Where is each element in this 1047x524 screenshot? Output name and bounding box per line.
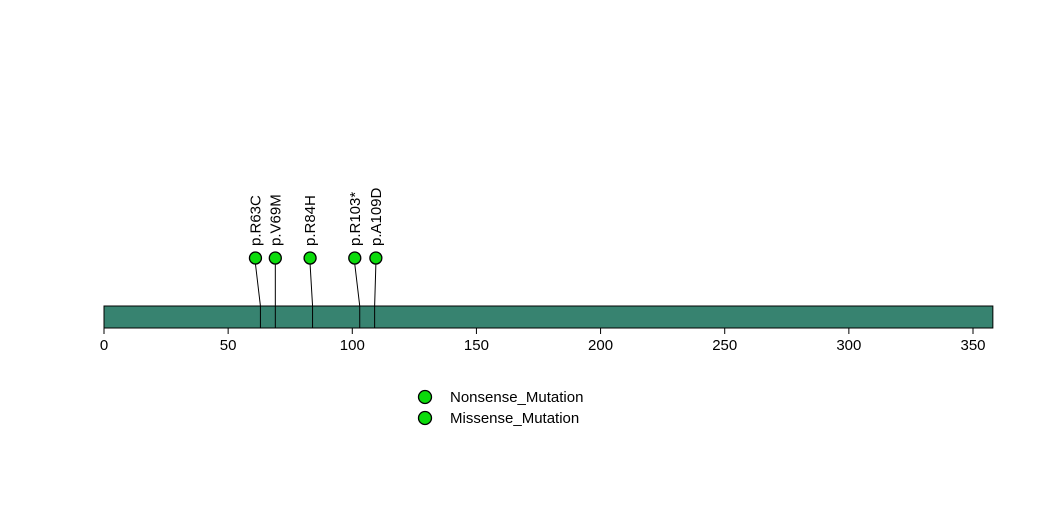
- mutation-marker: [348, 251, 362, 265]
- mutation-label: p.R84H: [302, 195, 319, 246]
- legend-item-label: Nonsense_Mutation: [450, 389, 583, 406]
- x-axis-tick-label: 350: [960, 337, 985, 354]
- lollipop-stem: [309, 263, 314, 328]
- x-axis-tick-label: 100: [340, 337, 365, 354]
- mutation-label: p.A109D: [368, 187, 385, 246]
- mutation-label: p.R63C: [247, 195, 264, 246]
- x-axis-tick-label: 50: [220, 337, 237, 354]
- x-axis-tick-label: 250: [712, 337, 737, 354]
- mutation-marker: [268, 251, 282, 265]
- x-axis-tick-label: 300: [836, 337, 861, 354]
- mutation-label: p.R103*: [347, 192, 364, 246]
- legend-item-label: Missense_Mutation: [450, 410, 579, 427]
- x-axis-tick-label: 150: [464, 337, 489, 354]
- lollipop-stem: [354, 263, 361, 328]
- mutation-marker: [303, 251, 317, 265]
- mutation-marker: [369, 251, 383, 265]
- lollipop-stem: [374, 263, 377, 328]
- mutation-marker: [248, 251, 263, 265]
- legend-marker-icon: [417, 410, 433, 426]
- legend-marker-icon: [417, 389, 433, 405]
- x-axis-tick-label: 200: [588, 337, 613, 354]
- lollipop-stem: [254, 263, 261, 328]
- protein-backbone-bar: [103, 305, 994, 329]
- x-axis-tick-label: 0: [100, 337, 108, 354]
- mutation-label: p.V69M: [267, 194, 284, 246]
